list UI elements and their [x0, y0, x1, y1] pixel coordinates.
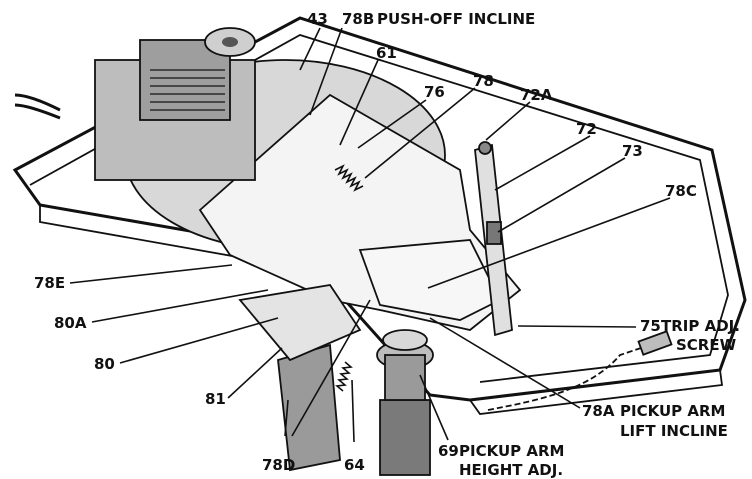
- label-pickup-height-line2: HEIGHT ADJ.: [459, 461, 563, 479]
- label-78e: 78E: [34, 274, 65, 292]
- leader-lines: [69, 27, 671, 443]
- label-78: 78: [473, 72, 494, 90]
- label-trip-adj-line2: SCREW: [676, 336, 737, 354]
- label-61: 61: [376, 44, 397, 62]
- label-78c: 78C: [665, 182, 697, 200]
- cable-plug: [637, 330, 673, 356]
- label-78b: 78B: [342, 10, 374, 28]
- label-72a: 72A: [520, 86, 553, 104]
- label-80: 80: [94, 355, 115, 373]
- cable: [487, 344, 651, 411]
- label-43: 43: [307, 10, 328, 28]
- label-push-off-incline: PUSH-OFF INCLINE: [377, 10, 535, 28]
- motor-assembly: [14, 27, 256, 181]
- label-64: 64: [344, 456, 365, 474]
- label-75: 75: [640, 317, 661, 335]
- pickup-height-assembly: [376, 329, 434, 476]
- label-80a: 80A: [54, 314, 87, 332]
- label-pickup-lift-line2: LIFT INCLINE: [620, 422, 728, 440]
- trip-lever: [474, 141, 513, 337]
- springs: [334, 164, 364, 392]
- label-78d: 78D: [262, 456, 295, 474]
- label-trip-adj-line1: TRIP ADJ.: [661, 317, 740, 335]
- label-81: 81: [205, 390, 226, 408]
- label-69: 69: [438, 442, 459, 460]
- label-73: 73: [622, 142, 643, 160]
- label-72: 72: [576, 120, 597, 138]
- label-76: 76: [424, 83, 445, 101]
- label-78a: 78A: [582, 402, 615, 420]
- label-pickup-lift-line1: PICKUP ARM: [620, 402, 725, 420]
- left-support: [238, 284, 362, 472]
- label-pickup-height-line1: PICKUP ARM: [459, 442, 564, 460]
